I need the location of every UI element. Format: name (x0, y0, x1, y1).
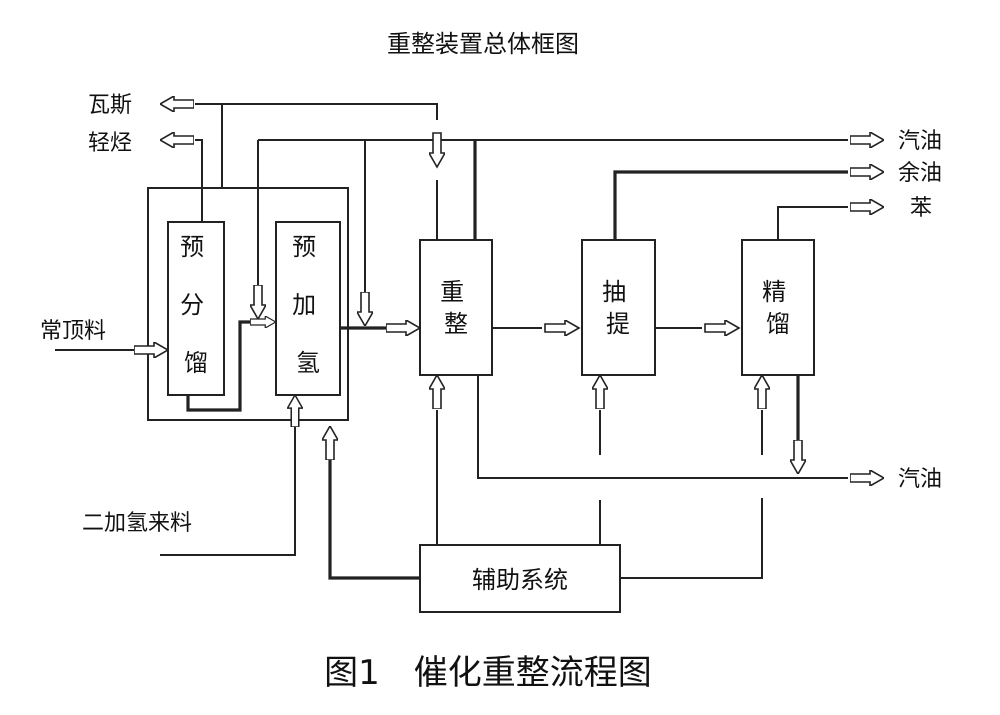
benzene-outlet-arrow (850, 199, 884, 215)
prehydrotreater-box (275, 221, 341, 396)
prehydro-top-arrow (250, 285, 266, 319)
prefractionator-label: 预 分 馏 (180, 233, 212, 377)
gasoline-top-outlet-arrow (850, 132, 884, 148)
rectification-inlet-arrow (704, 320, 740, 336)
extraction-bottom-arrow (592, 375, 608, 409)
prehydro-side-inlet-arrow (250, 316, 276, 328)
gasoline-top-label: 汽油 (898, 129, 942, 154)
raffinate-label: 余油 (898, 161, 942, 186)
gasoline-bottom-label: 汽油 (898, 467, 942, 492)
light-hydrocarbons-label: 轻烃 (88, 131, 132, 156)
reformer-top-arrow (429, 131, 445, 169)
rectification-box (741, 239, 815, 376)
diagram-title: 重整装置总体框图 (387, 30, 579, 58)
reformer-bottom-arrow (429, 375, 445, 409)
reformer-label: 重 整 (440, 278, 472, 338)
auxiliary-system-box (419, 544, 621, 613)
connection-lines (55, 103, 848, 580)
midstream-down-arrow (357, 292, 373, 326)
auxiliary-system-label: 辅助系统 (472, 566, 568, 594)
extraction-inlet-arrow (544, 320, 580, 336)
hydro2-feed-label: 二加氢来料 (82, 511, 192, 536)
gas-outlet-arrow (160, 96, 194, 112)
rectification-bottom-up-arrow (754, 375, 770, 409)
rectification-label: 精 馏 (762, 278, 794, 338)
light-hydrocarbon-outlet-arrow (160, 132, 194, 148)
prefractionator-box (167, 221, 225, 396)
gasoline-bottom-outlet-arrow (850, 470, 884, 486)
auxiliary-return-arrow (322, 426, 338, 460)
reformer-box (419, 239, 493, 376)
rectification-bottom-arrow (790, 440, 806, 474)
gas-label: 瓦斯 (88, 93, 132, 118)
benzene-label: 苯 (910, 196, 932, 221)
raffinate-outlet-arrow (850, 164, 884, 180)
figure-caption: 图1 催化重整流程图 (324, 653, 652, 693)
extraction-box (581, 239, 656, 376)
pretreatment-enclosure (147, 187, 349, 421)
atm-top-feed-label: 常顶料 (40, 319, 106, 344)
prehydro-bottom-arrow (287, 395, 303, 427)
extraction-label: 抽 提 (602, 278, 634, 338)
reformer-inlet-arrow (386, 320, 420, 336)
feed-inlet-arrow (134, 342, 168, 358)
prehydrotreater-label: 预 加 氢 (292, 233, 324, 377)
